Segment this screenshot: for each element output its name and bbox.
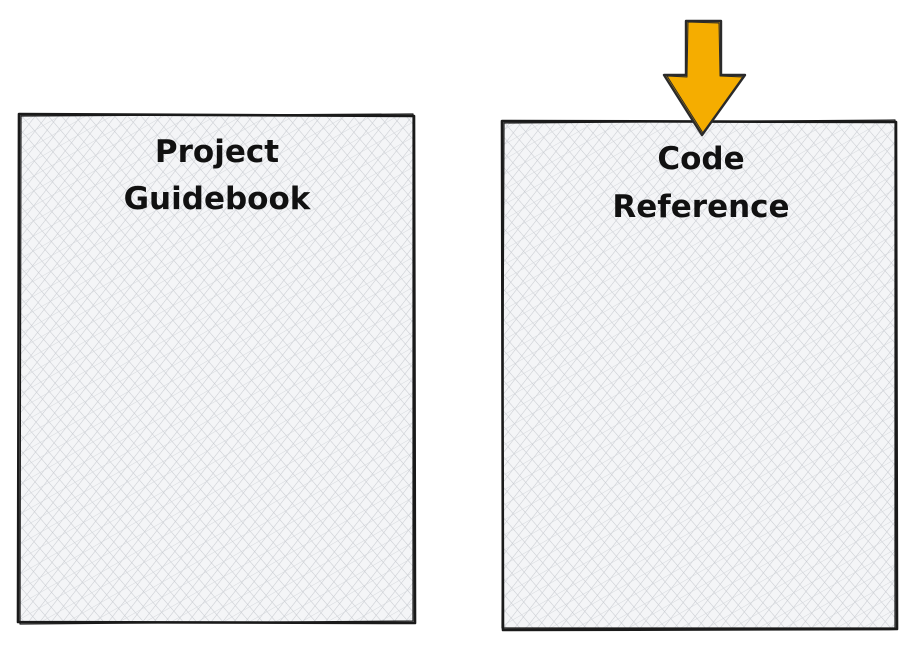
card-outline-sketch [19,113,414,625]
card-hatch [20,115,414,623]
card-title-line-2: Reference [612,189,789,225]
card-code-reference: Code Reference [500,119,899,632]
card-outline [16,112,417,625]
card-project-guidebook: Project Guidebook [16,112,417,625]
card-outline-sketch [501,119,896,629]
card-title-line-1: Code [657,141,744,177]
card-title-line-1: Project [155,134,279,170]
card-title-line-2: Guidebook [124,181,312,217]
card-hatch [503,122,896,629]
down-arrow-icon [662,19,747,137]
